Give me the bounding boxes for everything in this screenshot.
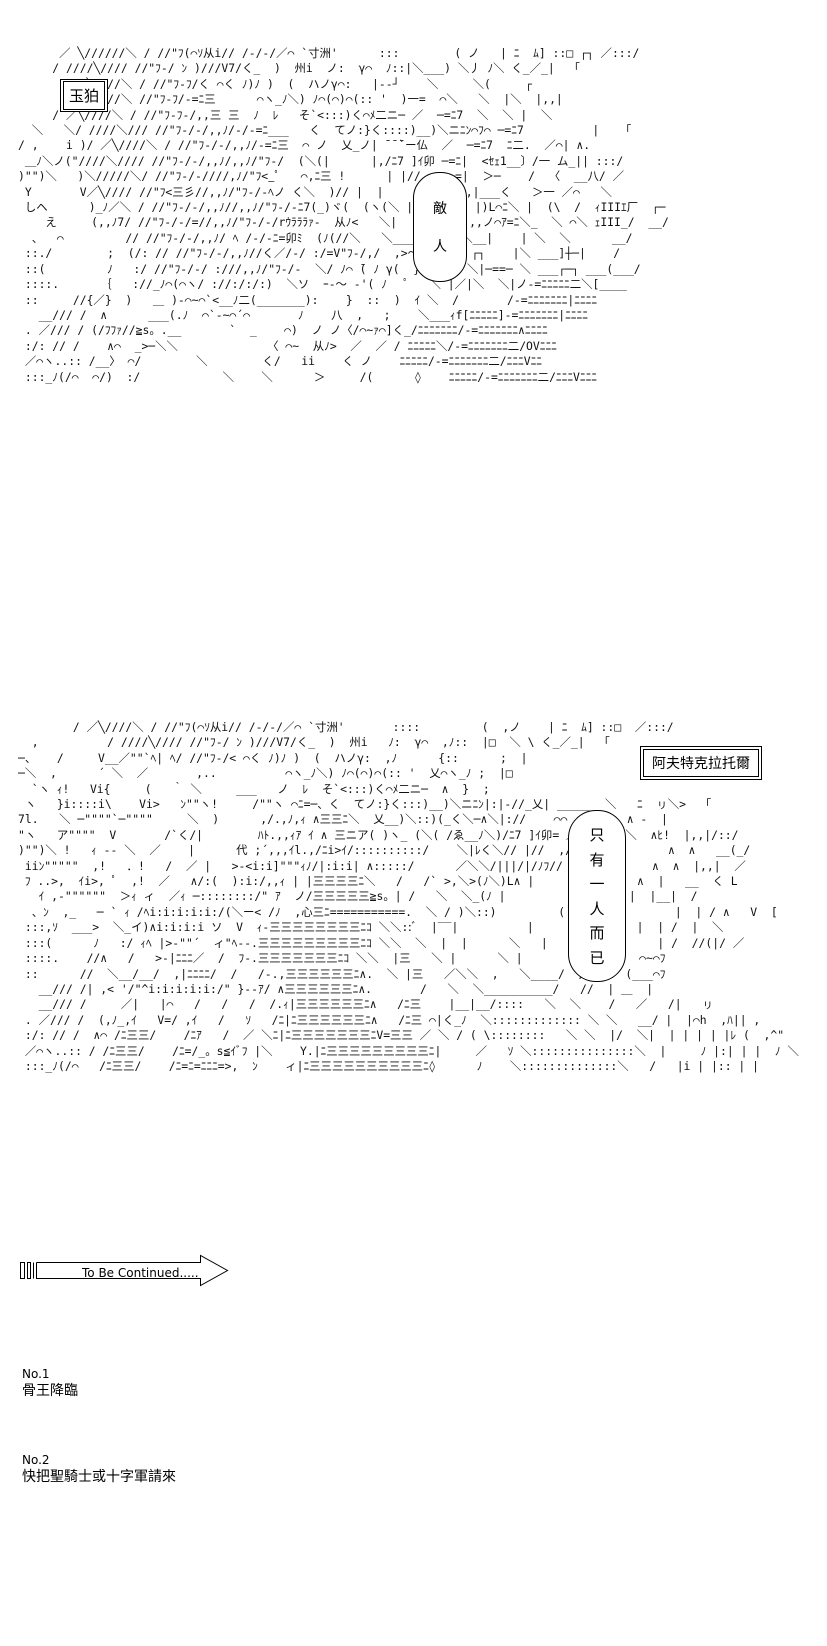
episode-number: No.1 (22, 1367, 50, 1381)
speech-bubble-char: 只 (589, 826, 605, 845)
speech-bubble-only-one: 只 有 一 人 而 已 (568, 810, 626, 982)
label-box-yubai: 玉狛 (60, 79, 109, 112)
speech-bubble-char: 敵 (433, 200, 447, 217)
episode-number: No.2 (22, 1453, 50, 1467)
label-box-yubai-text: 玉狛 (63, 81, 106, 110)
episode-title: 骨王降臨 (22, 1383, 78, 1399)
speech-bubble-char: 而 (589, 924, 605, 943)
speech-bubble-char: 已 (589, 948, 605, 967)
next-episode-1: No.1 骨王降臨 (22, 1366, 78, 1400)
episode-title: 快把聖騎士或十字軍請來 (22, 1469, 176, 1485)
label-box-name: 阿夫特克拉托爾 (640, 746, 762, 780)
to-be-continued-banner: To Be Continued..... (20, 1254, 235, 1294)
speech-bubble-char: 人 (433, 239, 447, 256)
speech-bubble-char: 有 (589, 850, 605, 869)
label-box-name-text: 阿夫特克拉托爾 (643, 749, 759, 777)
speech-bubble-char: 人 (589, 899, 605, 918)
speech-bubble-enemy: 敵 人 (413, 172, 467, 282)
speech-bubble-char: 一 (589, 875, 605, 894)
arrow-icon (20, 1254, 229, 1287)
ascii-art-panel-2: / ／╲////＼ / //"ﾌ(⌒ｿ从i// /-/-/／⌒ `寸洲' :::… (18, 720, 799, 1073)
to-be-continued-text: To Be Continued..... (82, 1266, 199, 1280)
next-episode-2: No.2 快把聖騎士或十字軍請來 (22, 1452, 176, 1486)
